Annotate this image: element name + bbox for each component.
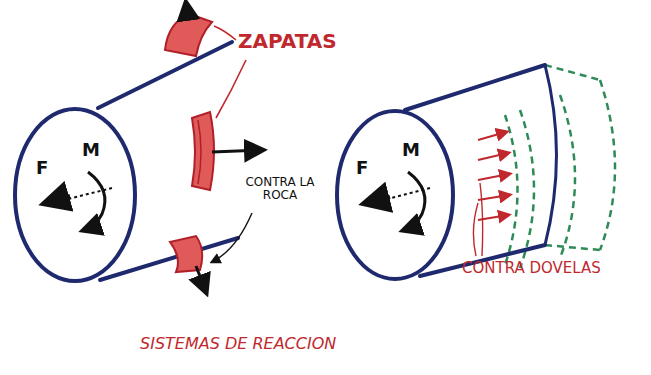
- leader-line: [212, 213, 252, 262]
- left-cylinder: [15, 42, 238, 281]
- caption: SISTEMAS DE REACCION: [140, 335, 336, 353]
- callout-label: ZAPATAS: [238, 30, 337, 52]
- right-cylinder: [337, 65, 557, 279]
- segment-rings: [505, 65, 615, 268]
- leader-lines: [473, 183, 482, 256]
- moment-symbol: M: [82, 140, 100, 160]
- callout-label: CONTRA DOVELAS: [462, 260, 601, 277]
- force-moment-right: [366, 172, 430, 230]
- moment-symbol: M: [402, 140, 420, 160]
- force-symbol: F: [356, 158, 368, 178]
- note-label: CONTRA LA ROCA: [240, 176, 320, 202]
- force-symbol: F: [36, 158, 48, 178]
- force-moment-left: [46, 172, 112, 230]
